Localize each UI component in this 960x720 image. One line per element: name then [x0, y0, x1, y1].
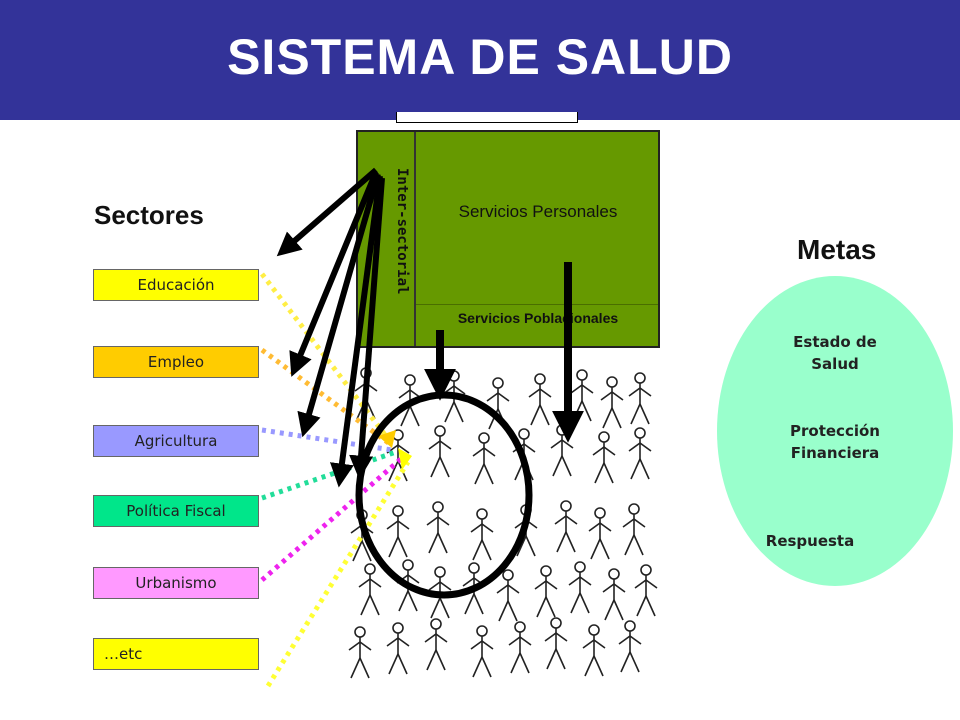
sector-urbanismo: Urbanismo: [93, 567, 259, 599]
person-figure: [534, 565, 558, 618]
arrow-intersectoral-2: [289, 170, 379, 377]
health-system-box: Inter-sectorial Servicios Personales Ser…: [356, 130, 660, 348]
sector-politica-fiscal: Política Fiscal: [93, 495, 259, 527]
person-figure: [496, 569, 520, 622]
sector-label: Educación: [137, 276, 215, 294]
sector-empleo: Empleo: [93, 346, 259, 378]
person-figure: [470, 625, 494, 678]
population-services-label: Servicios Poblacionales: [457, 310, 619, 326]
person-figure: [634, 564, 658, 617]
sector-label: Agricultura: [134, 432, 218, 450]
arrow-intersectoral-3: [297, 173, 381, 438]
person-figure: [348, 626, 372, 679]
sector-label: Urbanismo: [135, 574, 217, 592]
person-figure: [618, 620, 642, 673]
sector-educacion: Educación: [93, 269, 259, 301]
person-figure: [528, 373, 552, 426]
person-figure: [582, 624, 606, 677]
sector-label: Empleo: [147, 353, 205, 371]
goals-title: Metas: [797, 234, 877, 265]
person-figure: [386, 622, 410, 675]
person-figure: [568, 561, 592, 614]
intersectoral-label: Inter-sectorial: [394, 168, 410, 295]
personal-services-label: Servicios Personales: [458, 202, 618, 221]
person-figure: [554, 500, 578, 553]
person-figure: [398, 374, 422, 427]
sectors-title: Sectores: [94, 200, 204, 230]
person-figure: [588, 507, 612, 560]
person-figure: [628, 372, 652, 425]
person-figure: [424, 618, 448, 671]
sector-etc: …etc: [93, 638, 259, 670]
person-figure: [358, 563, 382, 616]
person-figure: [426, 501, 450, 554]
sector-label: Política Fiscal: [126, 502, 226, 520]
goal-respuesta: Respuesta: [765, 532, 855, 550]
goal-proteccion-financiera: Protección Financiera: [790, 422, 880, 462]
person-figure: [622, 503, 646, 556]
person-figure: [602, 568, 626, 621]
person-figure: [592, 431, 616, 484]
person-figure: [508, 621, 532, 674]
highlight-marker: [378, 430, 396, 448]
connector-politica-fiscal: [261, 449, 397, 501]
person-figure: [470, 508, 494, 561]
goal-estado-salud: Estado de Salud: [793, 333, 877, 373]
person-figure: [472, 432, 496, 485]
highlight-marker: [398, 448, 412, 470]
page-title: SISTEMA DE SALUD: [227, 29, 733, 85]
sector-agricultura: Agricultura: [93, 425, 259, 457]
box-divider-vertical: [414, 132, 416, 346]
person-figure: [386, 505, 410, 558]
goals-ellipse: [717, 276, 953, 586]
target-population-oval: [355, 391, 533, 599]
header-banner: SISTEMA DE SALUD: [0, 0, 960, 120]
top-box: [396, 112, 578, 123]
person-figure: [544, 617, 568, 670]
arrow-intersectoral-5: [349, 177, 385, 480]
connector-urbanismo: [260, 456, 404, 582]
person-figure: [600, 376, 624, 429]
box-divider-horizontal: [416, 304, 658, 305]
person-figure: [428, 425, 452, 478]
person-figure: [628, 427, 652, 480]
arrow-intersectoral-4: [329, 175, 383, 488]
arrow-intersectoral-1: [276, 167, 378, 257]
sector-label: …etc: [104, 645, 143, 663]
